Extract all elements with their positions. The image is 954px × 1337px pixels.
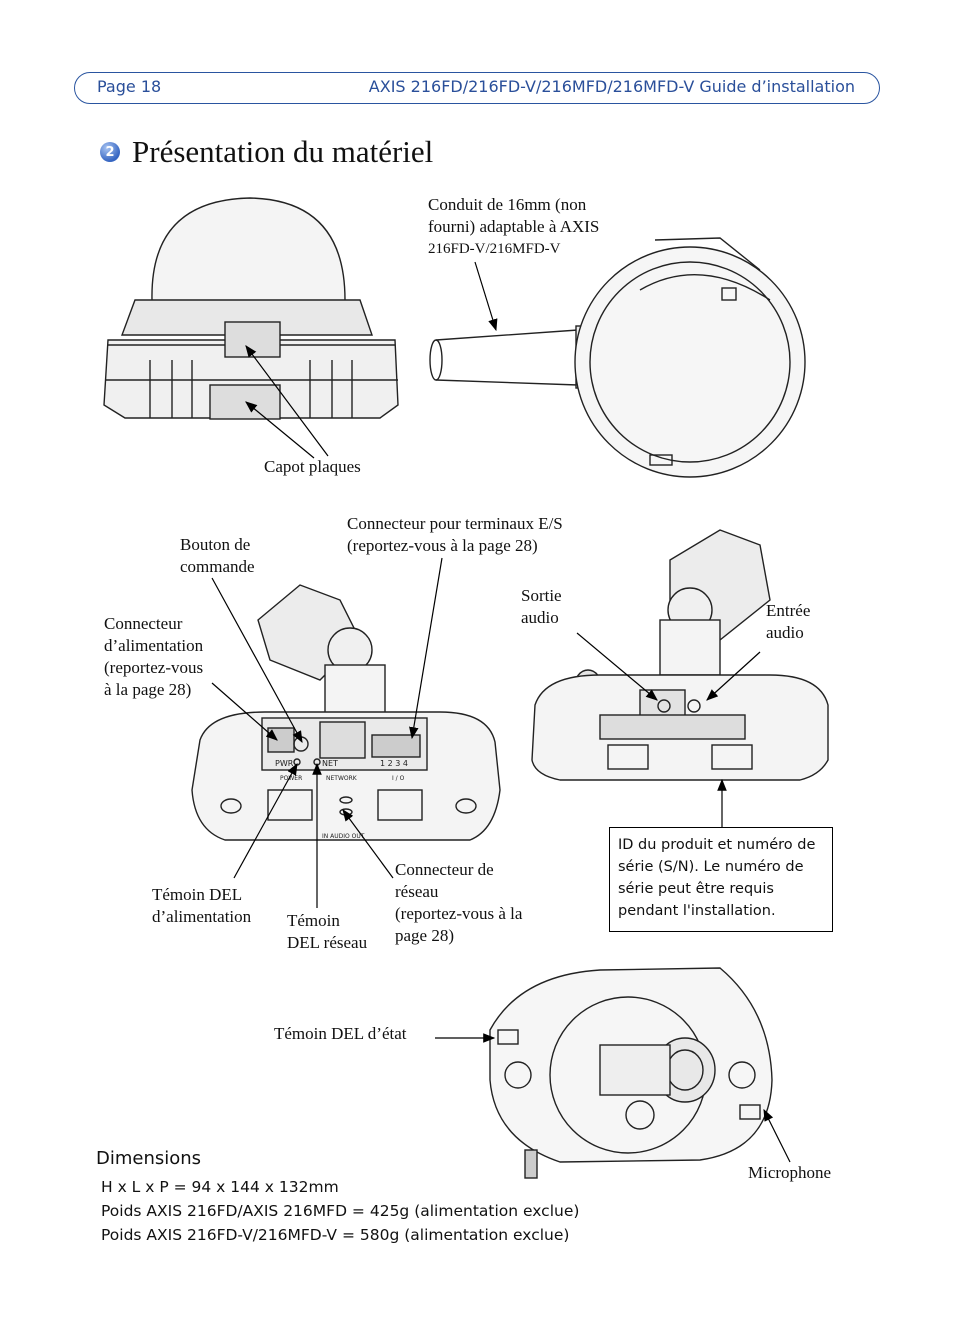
network-led-label: Témoin DEL réseau — [287, 911, 368, 952]
camera-rear-drawing — [191, 584, 501, 841]
section-heading: 2 Présentation du matériel — [100, 134, 433, 170]
power-marking: POWER — [280, 775, 302, 782]
audio-marking: IN AUDIO OUT — [322, 833, 365, 840]
dimensions-weight-standard: Poids AXIS 216FD/AXIS 216MFD = 425g (ali… — [101, 1202, 580, 1220]
camera-bottom-view-drawing — [489, 967, 773, 1179]
audio-out-label: Sortie audio — [521, 586, 562, 627]
page-header: Page 18 AXIS 216FD/216FD-V/216MFD/216MFD… — [74, 72, 880, 104]
conduit-label: Conduit de 16mm (non fourni) adaptable à… — [428, 195, 600, 257]
network-marking: NETWORK — [326, 775, 358, 782]
control-button-label: Bouton de commande — [180, 535, 255, 576]
dimensions-heading: Dimensions — [96, 1148, 202, 1169]
dimensions-size: H x L x P = 94 x 144 x 132mm — [101, 1178, 339, 1196]
section-title: Présentation du matériel — [132, 134, 434, 169]
page-number: Page 18 — [97, 77, 162, 96]
microphone-label: Microphone — [748, 1163, 832, 1182]
dimensions-weight-vandal: Poids AXIS 216FD-V/216MFD-V = 580g (alim… — [101, 1226, 570, 1244]
pwr-marking: PWR — [275, 759, 294, 768]
dome-camera-drawing — [103, 197, 399, 420]
vandal-dome-drawing — [429, 237, 806, 478]
io-pins-marking: 1 2 3 4 — [380, 759, 408, 768]
net-marking: NET — [322, 759, 338, 768]
power-led-label: Témoin DEL d’alimentation — [152, 885, 252, 926]
product-id-box: ID du produit et numéro de série (S/N). … — [609, 827, 833, 932]
capot-label: Capot plaques — [264, 457, 361, 476]
io-marking: I / O — [392, 775, 405, 782]
audio-in-label: Entrée audio — [766, 601, 811, 642]
power-connector-label: Connecteur d’alimentation (reportez-vous… — [104, 614, 204, 699]
status-led-label: Témoin DEL d’état — [274, 1024, 407, 1043]
io-connector-label: Connecteur pour terminaux E/S (reportez-… — [347, 514, 563, 555]
document-title: AXIS 216FD/216FD-V/216MFD/216MFD-V Guide… — [368, 77, 855, 96]
camera-audio-side-drawing — [531, 529, 829, 781]
section-number-badge: 2 — [100, 142, 120, 162]
network-connector-label: Connecteur de réseau (reportez-vous à la… — [395, 860, 523, 945]
